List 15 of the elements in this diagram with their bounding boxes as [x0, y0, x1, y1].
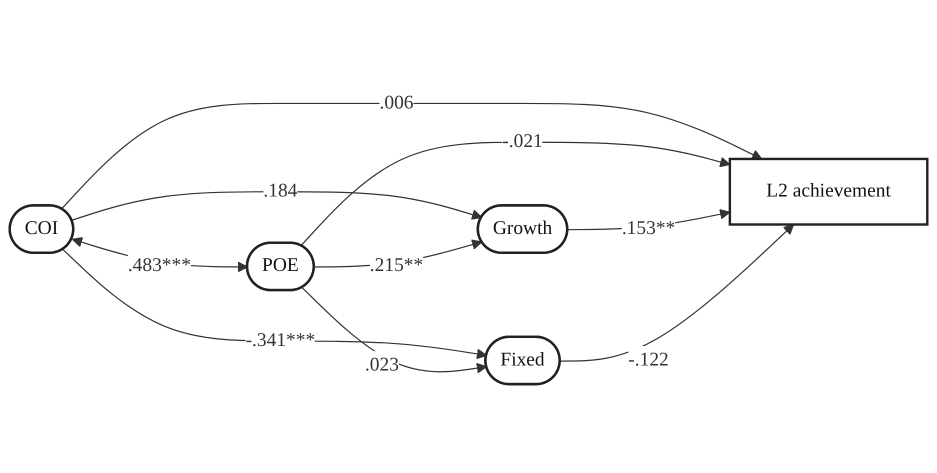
edge-label: .184 — [263, 180, 298, 202]
edge-label: .215** — [370, 255, 424, 276]
arrow — [72, 191, 482, 221]
arrow — [62, 249, 488, 360]
edge-label: .006 — [380, 92, 414, 114]
node-box: L2 achievement — [728, 158, 928, 226]
edge-label: -.341*** — [246, 330, 316, 351]
arrow — [61, 102, 762, 210]
edge-label: .483*** — [128, 255, 191, 276]
edge-label: -.122 — [628, 350, 669, 370]
edge-label: .153** — [622, 218, 676, 239]
edge-label: -.021 — [502, 131, 543, 152]
arrow — [302, 287, 488, 374]
edge-label: .023 — [364, 354, 399, 376]
arrow — [560, 224, 794, 362]
